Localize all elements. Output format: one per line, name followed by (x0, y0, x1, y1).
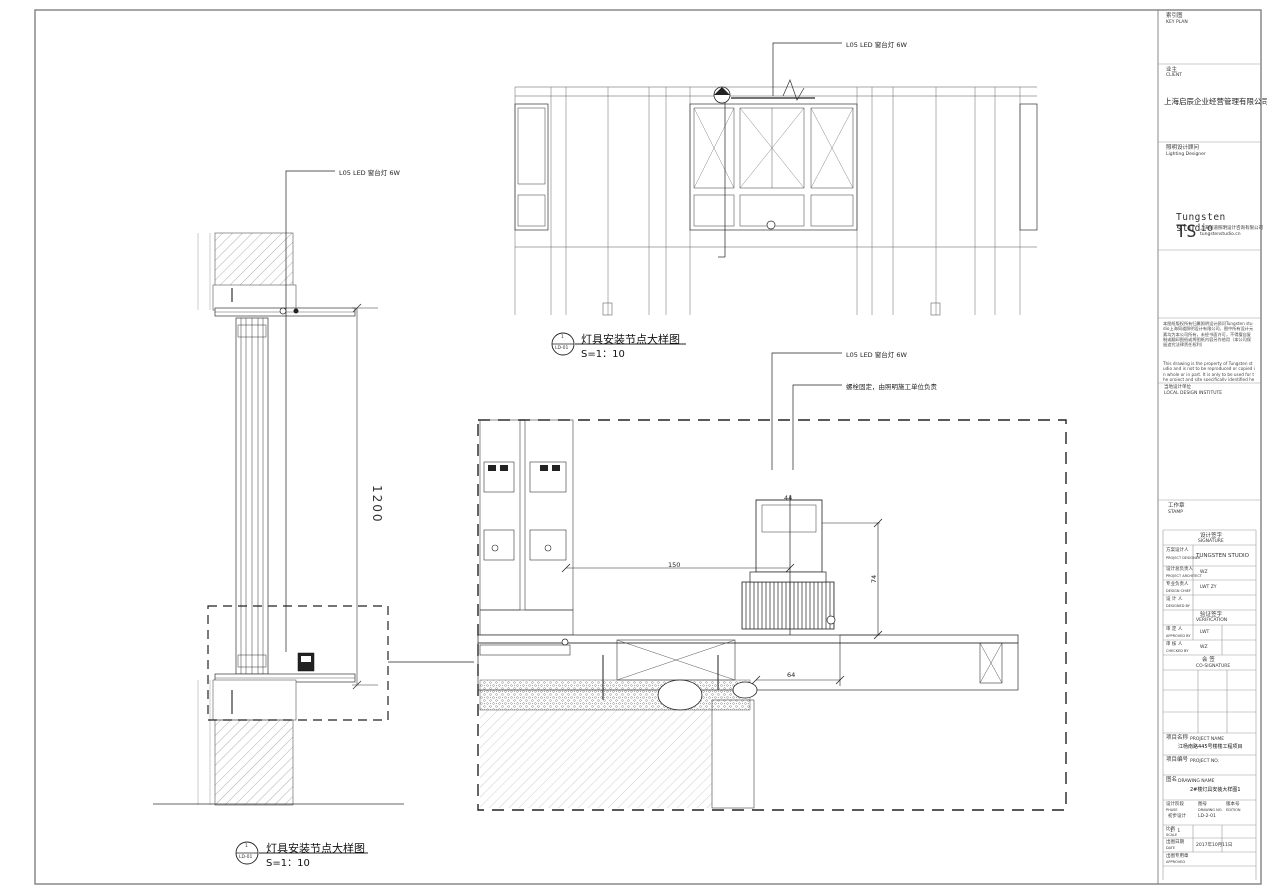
role-row-1-value: WZ (1200, 570, 1208, 575)
verify-row-0-value: LWT (1200, 630, 1210, 635)
key-plan-cn: 索引图 (1166, 13, 1183, 19)
stage-value: 初步设计 (1168, 814, 1186, 819)
detail-ref-bottom: LD-01 (239, 855, 253, 860)
detail-title-bottom: 灯具安装节点大样图 (266, 842, 365, 855)
studio-wordmark: Tungsten studio (1176, 212, 1226, 234)
detail-scale-top: S=1：10 (581, 349, 625, 360)
project-no-label-en: PROJECT NO. (1190, 759, 1220, 764)
led-callout-top: L05 LED 窗台灯 6W (846, 41, 907, 49)
copyright-note-en: This drawing is the property of Tungsten… (1163, 361, 1255, 381)
role-row-0-en: PROJECT DESIGNER (1166, 556, 1201, 560)
drawing-no-value: LD-2-01 (1198, 814, 1216, 819)
role-row-3-en: DESIGNED BY (1166, 604, 1190, 608)
lighting-designer-en: Lighting Designer (1166, 152, 1206, 157)
top-elevation-detail (514, 42, 1038, 316)
bolt-note: 螺栓固定，由照明施工单位负责 (846, 383, 937, 391)
role-row-1-en: PROJECT ARCHITECT (1166, 574, 1202, 578)
stamp-cn: 工作章 (1168, 503, 1185, 509)
detail-ref-top: LD-01 (555, 346, 569, 351)
date-value: 2017年10月11日 (1196, 843, 1233, 848)
date-label: 出图日期 (1166, 840, 1184, 845)
sheet-border-outer (34, 9, 1262, 885)
version-label-en: EDITION (1226, 808, 1241, 812)
verify-signature-cn: 验证签字 (1200, 612, 1223, 618)
detail-title-top: 灯具安装节点大样图 (581, 333, 680, 346)
version-label: 版本号 (1226, 802, 1240, 807)
verify-signature-en: VERIFICATION (1196, 618, 1228, 623)
studio-logo-mark: TS (1176, 222, 1197, 242)
led-callout-right: L05 LED 窗台灯 6W (846, 351, 907, 359)
role-row-0-value: TUNGSTEN STUDIO (1196, 553, 1250, 559)
scale-value: 1：1 (1170, 829, 1181, 834)
drawing-name-label: 图名 (1166, 777, 1178, 783)
role-row-2-en: DESIGN CHIEF (1166, 589, 1191, 593)
led-callout-left: L05 LED 窗台灯 6W (339, 169, 400, 177)
enlarged-detail (477, 352, 1067, 811)
project-no-label: 项目编号 (1166, 757, 1189, 763)
client-cn: 业主 (1166, 67, 1178, 73)
stamp-en: STAMP (1168, 510, 1183, 515)
seal-label-en: APPROVED (1166, 860, 1186, 864)
title-block-grid (1158, 63, 1261, 880)
copyright-note-cn: 本图纸版权所有归属照明设计顾问Tungsten studio上海同道照明设计有限… (1163, 321, 1254, 347)
seal-label: 出图专用章 (1166, 854, 1189, 859)
verify-row-0-en: APPROVED BY (1166, 634, 1191, 638)
client-name: 上海启辰企业经营管理有限公司 (1164, 97, 1267, 106)
detail-number-bottom: 1 (245, 844, 248, 849)
local-design-en: LOCAL DESIGN INSTITUTE (1164, 391, 1223, 396)
lighting-designer-cn: 照明设计顾问 (1166, 145, 1200, 151)
project-name-label-en: PROJECT NAME (1190, 737, 1225, 742)
cosign-cn: 会 签 (1202, 657, 1215, 663)
verify-row-1-en: CHECKED BY (1166, 649, 1189, 653)
studio-subtitle: 上海同道照明设计咨询有限公司 (1200, 226, 1263, 231)
role-row-3-cn: 设 计 人 (1166, 597, 1183, 602)
verify-row-1-value: WZ (1200, 645, 1208, 650)
verify-row-1-cn: 审 核 人 (1166, 642, 1183, 647)
detail-symbol-bottom (235, 841, 368, 865)
studio-subtitle-2: tungstenstudio.cn (1200, 232, 1241, 237)
role-row-1-cn: 设计总负责人 (1166, 567, 1193, 572)
project-name-label: 项目名称 (1166, 735, 1189, 741)
drawing-no-label-en: DRAWING NO. (1198, 808, 1223, 812)
stage-label-en: PHASE (1166, 808, 1178, 812)
project-name: 江杨南路445号楼楼工程项目 (1178, 744, 1243, 750)
role-row-2-value: LWT ZY (1200, 585, 1217, 590)
dimension-44: 44 (784, 494, 793, 502)
drawing-name-label-en: DRAWING NAME (1178, 779, 1215, 784)
design-signature-cn: 设计签字 (1200, 533, 1223, 539)
drawing-name: 2#楼灯具安装大样图1 (1190, 787, 1241, 793)
dimension-74: 74 (870, 574, 879, 584)
drawing-no-label: 图号 (1198, 802, 1207, 807)
scale-label: 比例 (1166, 827, 1175, 832)
date-label-en: DATE (1166, 846, 1176, 850)
design-signature-en: SIGNATURE (1198, 539, 1224, 544)
left-section-detail (153, 170, 474, 806)
scale-label-en: SCALE (1166, 833, 1178, 837)
local-design-cn: 当地设计单位 (1164, 385, 1191, 390)
detail-number-top: 1 (561, 335, 564, 340)
role-row-0-cn: 方案设计人 (1166, 548, 1189, 553)
dimension-1200: 1200 (370, 485, 384, 524)
role-row-2-cn: 专业负责人 (1166, 582, 1189, 587)
client-en: CLIENT (1166, 73, 1182, 78)
dimension-150: 150 (668, 561, 681, 569)
detail-scale-bottom: S=1：10 (266, 858, 310, 869)
cosign-en: CO-SIGNATURE (1196, 664, 1231, 669)
key-plan-en: KEY PLAN (1166, 20, 1188, 25)
dimension-64: 64 (787, 671, 796, 679)
verify-row-0-cn: 审 定 人 (1166, 627, 1183, 632)
detail-symbol-top (551, 332, 686, 356)
stage-label: 设计阶段 (1166, 802, 1184, 807)
